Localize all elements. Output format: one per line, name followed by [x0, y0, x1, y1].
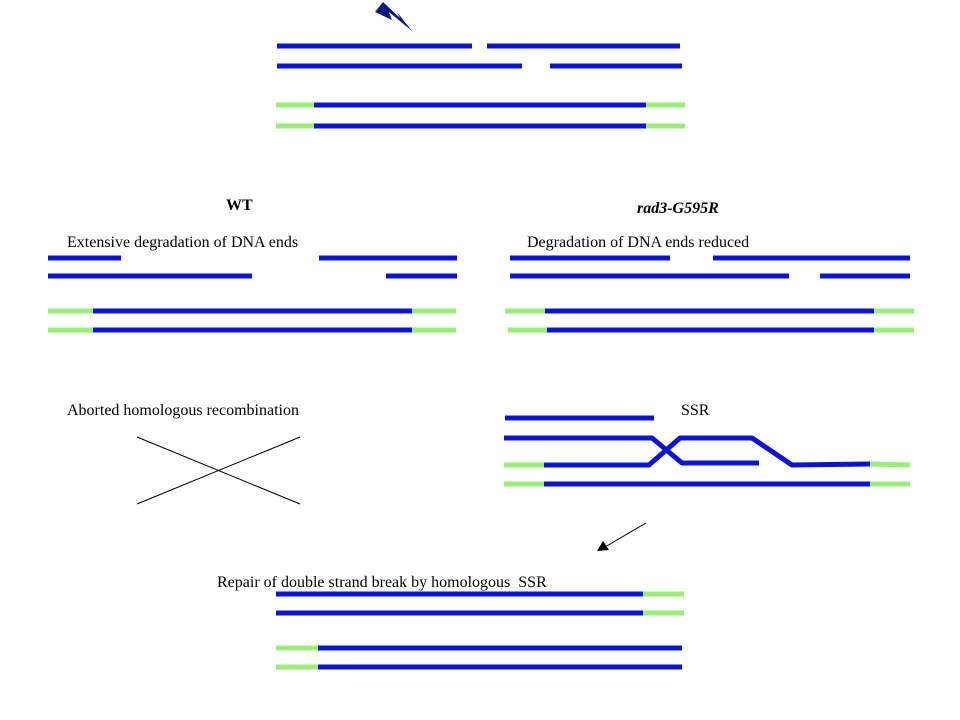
mutant-label: rad3-G595R: [637, 200, 719, 217]
crossing-strand: [544, 435, 871, 468]
mutant-degraded-duplex: [510, 255, 910, 279]
repaired-homolog-duplex: [276, 645, 682, 670]
mutant-result-label: SSR: [681, 402, 710, 419]
mutant-outcome-label: Degradation of DNA ends reduced: [527, 234, 750, 251]
lightning-bolt-icon: [375, 2, 412, 31]
aborted-cross-mark: [136, 436, 301, 505]
homologous-duplex: [276, 102, 685, 129]
wt-outcome-label: Extensive degradation of DNA ends: [67, 234, 299, 251]
wt-homologous-duplex: [48, 308, 456, 333]
wt-label: WT: [226, 197, 253, 214]
arrow-icon: [597, 522, 647, 551]
mutant-homologous-duplex: [505, 308, 914, 333]
broken-dna-duplex: [277, 43, 682, 69]
ssr-strand-exchange: [504, 415, 911, 487]
wt-degraded-duplex: [48, 255, 457, 279]
final-repair-label: Repair of double strand break by homolog…: [217, 574, 547, 591]
homolog-end: [869, 461, 911, 468]
repaired-duplex: [276, 591, 684, 616]
invading-strand: [504, 435, 759, 466]
wt-result-label: Aborted homologous recombination: [67, 402, 299, 419]
